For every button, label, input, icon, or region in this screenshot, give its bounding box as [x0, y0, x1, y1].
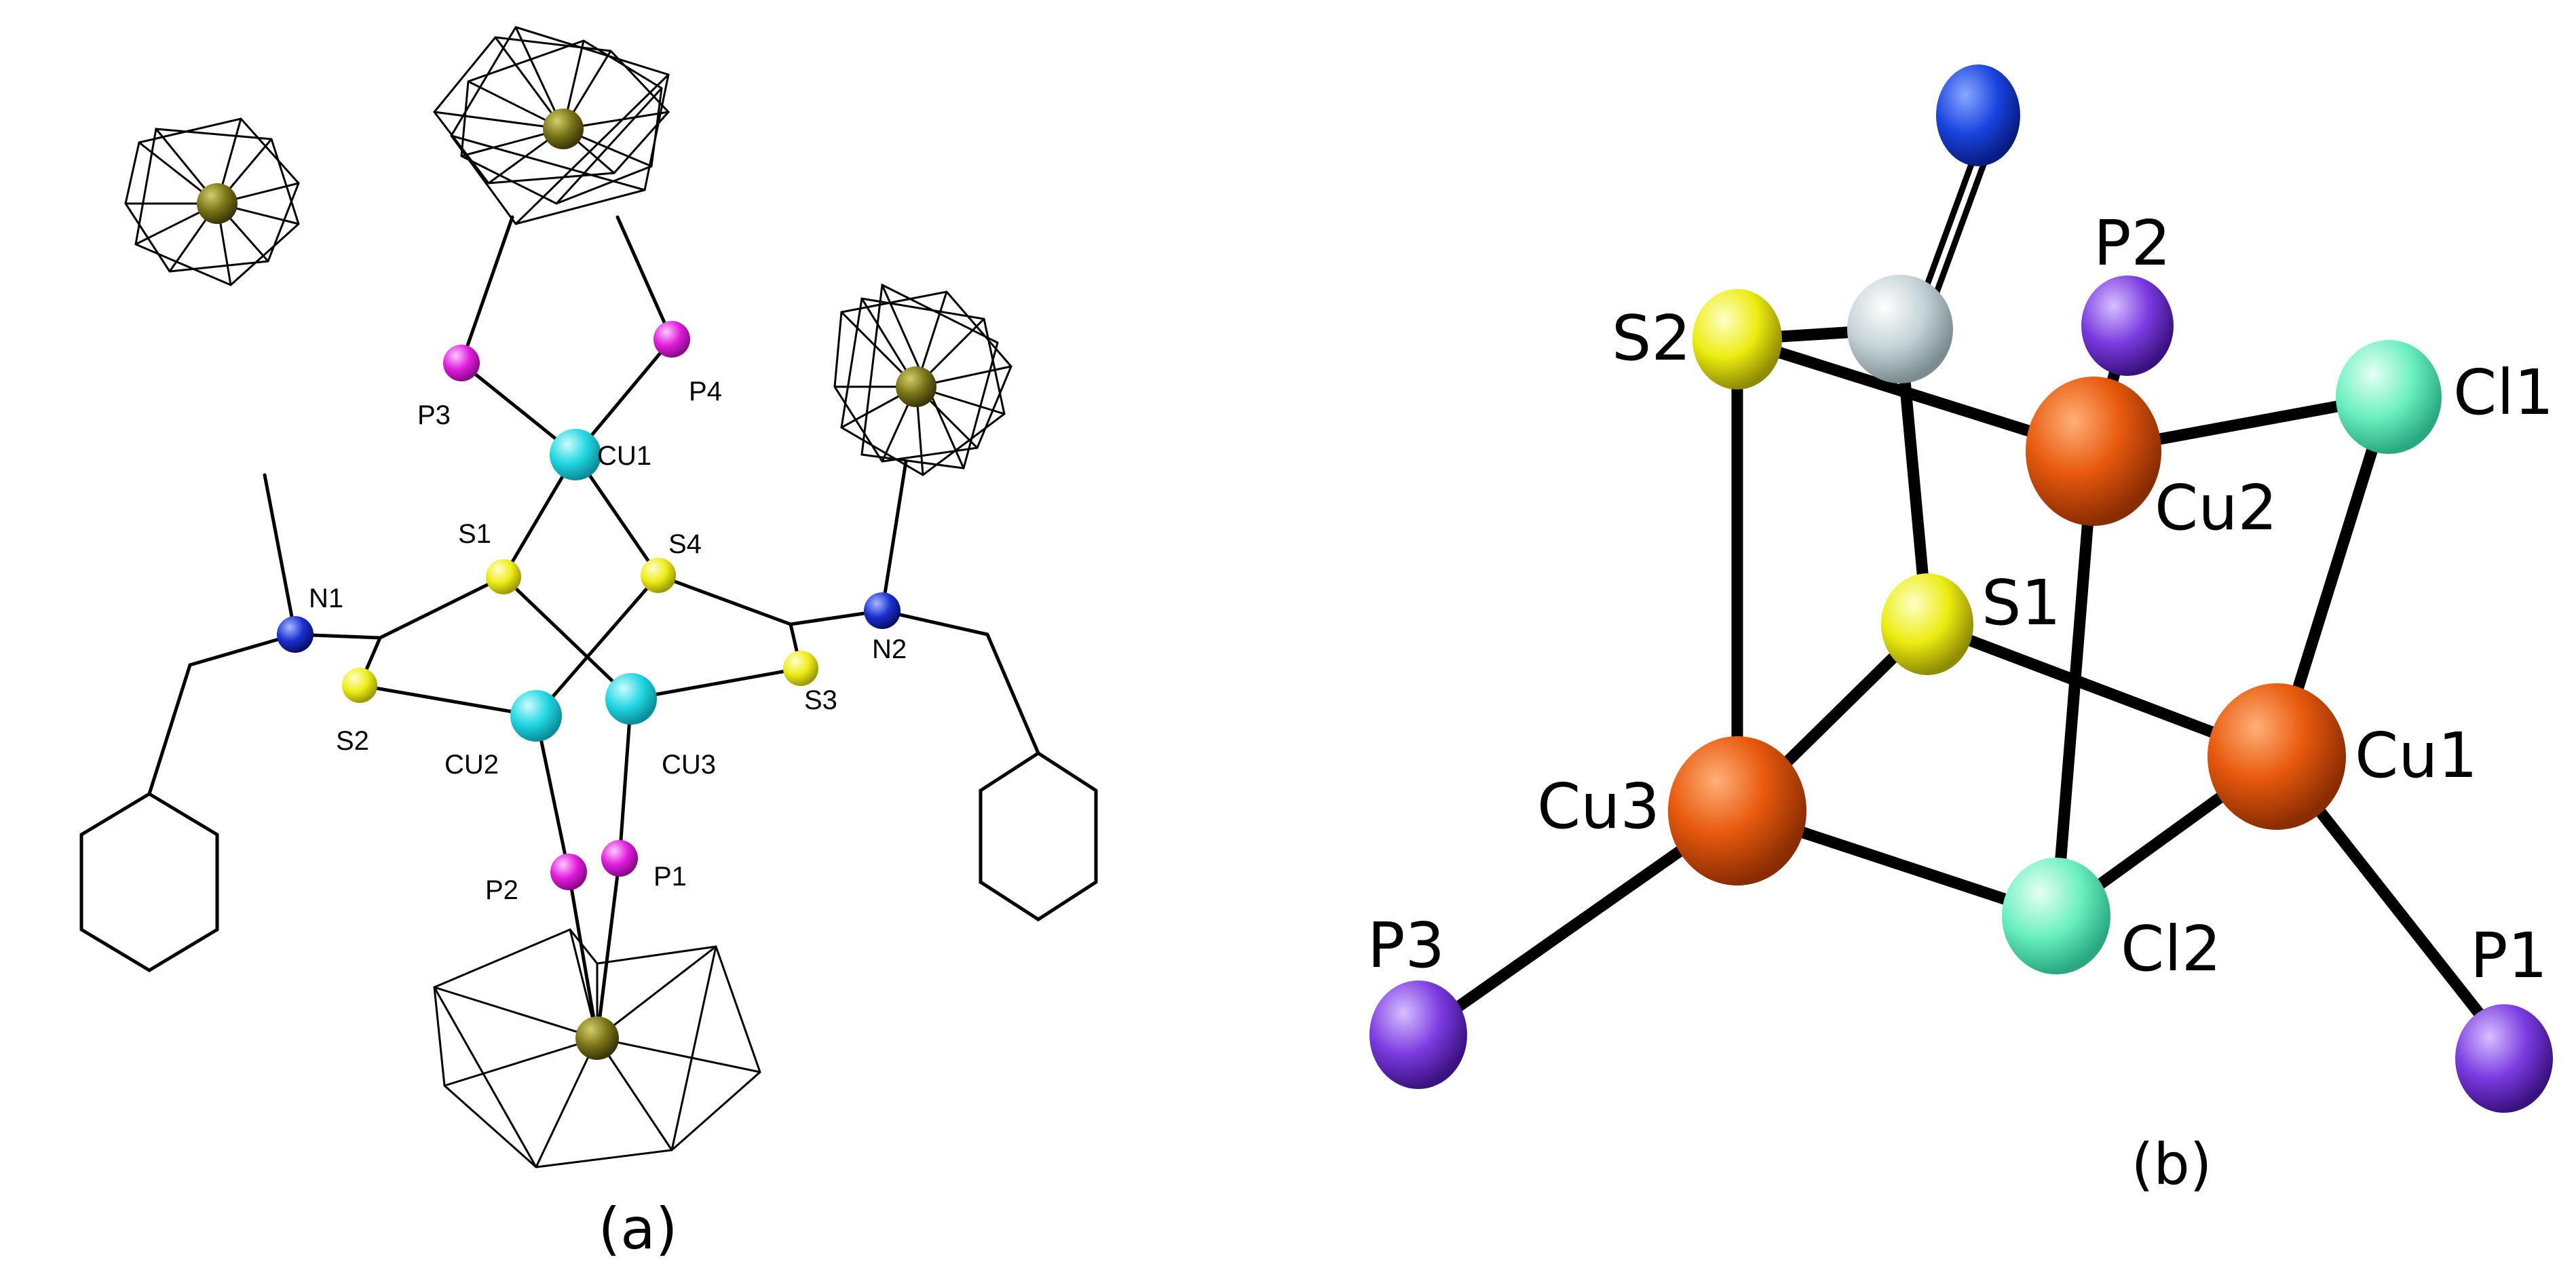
atom-n1	[277, 616, 314, 653]
panel-b: S2 P2 Cl1 Cu2 S1 Cu1 Cu3 Cl2 P3 P1 (b)	[1367, 64, 2554, 1198]
label-cu3-b: Cu3	[1537, 770, 1660, 843]
label-cu1: CU1	[597, 441, 651, 471]
panel-b-bonds	[1412, 117, 2510, 1051]
panel-a: CU1 CU2 CU3 S1 S4 S2 S3 P3 P4 P2 P1 N1 N…	[79, 26, 1098, 1262]
cyclohexyl-right	[979, 751, 1098, 921]
label-cu2-b: Cu2	[2155, 472, 2277, 544]
atom-cu2	[2026, 377, 2161, 526]
atom-cl2	[2002, 858, 2110, 974]
atom-n	[1936, 64, 2020, 166]
atom-cu1	[550, 429, 601, 480]
label-p2-b: P2	[2094, 207, 2171, 280]
label-cu2: CU2	[444, 750, 499, 780]
atom-cu3	[605, 673, 657, 725]
atom-s2	[1692, 289, 1782, 389]
atom-cu1	[2208, 683, 2346, 830]
panel-a-labels: CU1 CU2 CU3 S1 S4 S2 S3 P3 P4 P2 P1 N1 N…	[309, 377, 907, 905]
caption-b: (b)	[2132, 1131, 2212, 1198]
label-p1: P1	[654, 862, 687, 892]
atom-cl1	[2336, 340, 2442, 454]
panel-a-atoms	[197, 109, 936, 1060]
atom-s4	[641, 558, 676, 593]
label-s4: S4	[668, 529, 702, 559]
atom-s1	[486, 559, 521, 594]
atom-p4	[654, 321, 690, 358]
panel-b-atoms	[1369, 64, 2553, 1113]
atom-c	[1847, 275, 1953, 383]
atom-s1	[1881, 573, 1973, 675]
label-cl1-b: Cl1	[2453, 356, 2554, 429]
label-p1-b: P1	[2470, 919, 2547, 992]
atom-cu2	[510, 690, 562, 742]
label-n2: N2	[872, 634, 907, 664]
label-p3-b: P3	[1367, 909, 1445, 982]
label-s3: S3	[804, 685, 837, 715]
label-cu1-b: Cu1	[2355, 719, 2478, 792]
cyclohexyl-left	[79, 792, 219, 972]
label-p3: P3	[417, 400, 451, 430]
caption-a: (a)	[598, 1196, 677, 1262]
atom-n2	[864, 592, 901, 629]
panel-b-labels: S2 P2 Cl1 Cu2 S1 Cu1 Cu3 Cl2 P3 P1	[1367, 207, 2554, 992]
fe-atom-left	[197, 183, 238, 224]
atom-p2	[550, 854, 587, 890]
fe-atom-right	[896, 366, 936, 407]
fe-atom-bottom	[575, 1016, 619, 1060]
label-s1: S1	[458, 519, 491, 549]
fe-atom-top	[543, 109, 584, 149]
label-s2-b: S2	[1612, 302, 1691, 375]
atom-p3	[443, 345, 480, 381]
atom-s3	[783, 651, 818, 686]
atom-cu3	[1668, 736, 1806, 885]
atom-p1	[601, 840, 638, 877]
label-p2: P2	[485, 875, 518, 905]
atom-p1	[2455, 1004, 2553, 1113]
label-s2: S2	[336, 726, 369, 756]
atom-p2	[2081, 275, 2174, 376]
label-n1: N1	[309, 584, 343, 613]
atom-s2	[342, 668, 377, 703]
label-cl2-b: Cl2	[2121, 913, 2221, 985]
label-cu3: CU3	[662, 750, 716, 780]
label-p4: P4	[689, 377, 722, 406]
label-s1-b: S1	[1982, 567, 2061, 639]
atom-p3	[1369, 980, 1467, 1089]
